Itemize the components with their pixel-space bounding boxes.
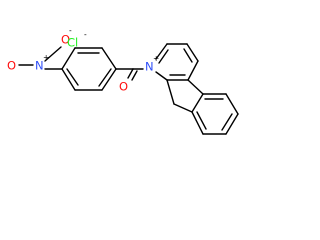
carbonyl-oxygen: O bbox=[119, 80, 128, 94]
chloride-ion: Cl bbox=[67, 36, 78, 50]
molecule-diagram: O N + O - Cl - O N + bbox=[0, 0, 248, 151]
pyridinium-nitrogen-charge: + bbox=[153, 54, 159, 63]
nitro-oxygen-left: O bbox=[7, 59, 16, 73]
bond-bz-5 bbox=[191, 111, 204, 135]
nitro-oxygen-top-charge: - bbox=[69, 26, 72, 35]
nitro-oxygen-top: O bbox=[61, 33, 70, 47]
bond-five-b bbox=[191, 93, 204, 113]
bond-py-3b bbox=[183, 48, 193, 63]
structure-drawing: O N + O - Cl - O N + bbox=[7, 26, 239, 135]
pyridinium-nitrogen: N bbox=[145, 60, 154, 74]
nitro-nitrogen: N bbox=[35, 59, 44, 73]
bond-py-3 bbox=[186, 43, 199, 62]
bond-ring-d2 bbox=[98, 68, 112, 87]
bond-ring-f bbox=[61, 68, 76, 91]
bond-bz-2 bbox=[225, 93, 239, 115]
bond-ch2-a bbox=[166, 79, 175, 105]
bond-n-o bbox=[44, 46, 62, 62]
bond-ring-d bbox=[101, 68, 117, 91]
bond-bz-3b bbox=[221, 113, 233, 131]
bond-five-a bbox=[187, 79, 204, 95]
atom-labels: O N + O - Cl - O N + bbox=[7, 26, 159, 94]
bond-ring-a bbox=[61, 47, 76, 70]
bond-bz-5b bbox=[196, 111, 207, 130]
chloride-charge: - bbox=[84, 30, 87, 39]
bond-ring-f2 bbox=[66, 68, 79, 86]
bond-py-1 bbox=[155, 43, 168, 60]
bond-py-6 bbox=[155, 71, 168, 81]
bond-c-o-2 bbox=[131, 70, 138, 81]
bond-py-4 bbox=[187, 60, 199, 81]
bond-c-o-1 bbox=[127, 68, 134, 79]
bonds bbox=[18, 43, 239, 135]
bond-ring-c bbox=[101, 47, 117, 70]
bond-bz-3 bbox=[225, 113, 239, 135]
bond-py-1b bbox=[158, 49, 169, 64]
bond-ch2-b bbox=[173, 103, 193, 113]
nitro-nitrogen-charge: + bbox=[43, 53, 49, 62]
